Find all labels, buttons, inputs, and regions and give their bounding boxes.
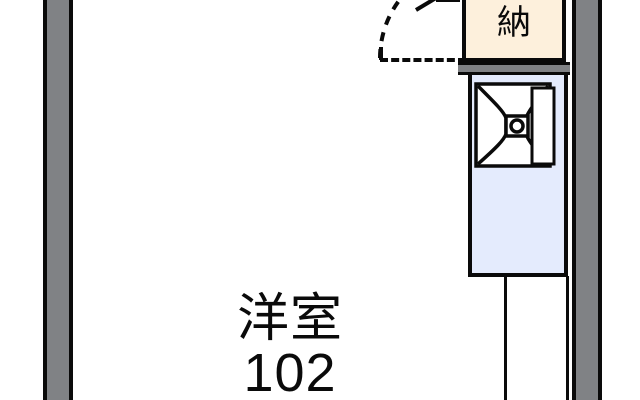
door-jamb-tick <box>379 47 383 60</box>
door-threshold-dash <box>380 58 466 62</box>
wall-right <box>572 0 602 400</box>
door-swing-arc <box>378 0 403 59</box>
closet-threshold-bar <box>458 62 570 75</box>
room-name-text: 洋室 <box>236 289 343 349</box>
room-label-group: 洋室 102 <box>180 289 400 400</box>
closet-area: 納 <box>462 0 566 62</box>
partition-line-left <box>504 276 507 400</box>
washbasin-icon <box>474 82 556 168</box>
partition-line-right <box>566 276 569 400</box>
room-number-text: 102 <box>243 343 337 400</box>
closet-label: 納 <box>497 3 531 43</box>
wall-left <box>43 0 73 400</box>
door-leaf-icon <box>414 0 460 12</box>
